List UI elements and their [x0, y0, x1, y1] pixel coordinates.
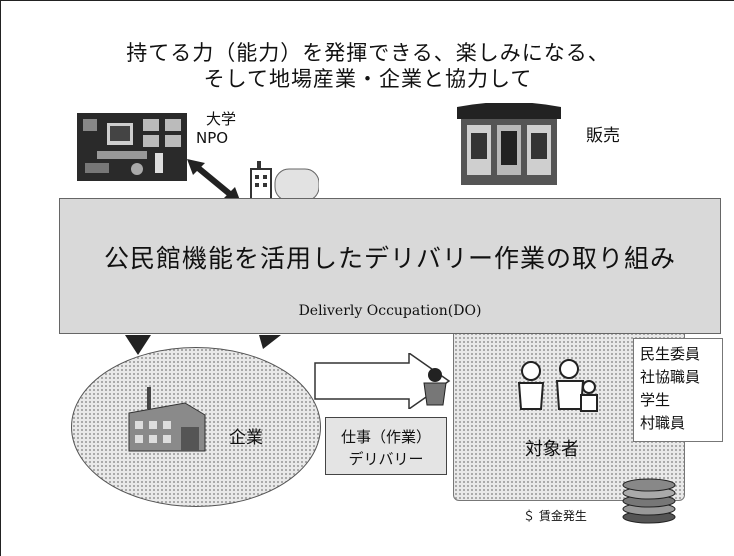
arrow-down-icon	[125, 335, 151, 355]
role-item: 社協職員	[640, 368, 701, 386]
person-icon	[423, 368, 447, 406]
work-delivery-line1: 仕事（作業）	[340, 428, 431, 446]
university-label: 大学	[206, 110, 237, 128]
office-computer-icon	[77, 113, 187, 181]
target-label: 対象者	[525, 439, 579, 460]
role-item: 村職員	[640, 414, 686, 432]
company-label: 企業	[229, 428, 263, 448]
role-item: 民生委員	[640, 345, 701, 363]
arrow-tip-icon	[259, 335, 281, 349]
wage-label: ＄ 賃金発生	[523, 509, 587, 523]
work-delivery-line2: デリバリー	[348, 450, 424, 468]
factory-icon	[128, 387, 206, 452]
title-line-1: 持てる力（能力）を発揮できる、楽しみになる、	[126, 41, 610, 65]
main-banner: 公民館機能を活用したデリバリー作業の取り組み Deliverly Occupat…	[59, 198, 721, 334]
sales-label: 販売	[586, 126, 620, 146]
work-delivery-box: 仕事（作業） デリバリー	[325, 417, 447, 475]
banner-title: 公民館機能を活用したデリバリー作業の取り組み	[103, 244, 676, 273]
npo-label: NPO	[196, 129, 229, 147]
people-group-icon	[517, 359, 598, 412]
title-line-2: そして地場産業・企業と協力して	[203, 67, 533, 91]
shop-icon	[457, 103, 561, 185]
banner-subtitle: Deliverly Occupation(DO)	[298, 303, 482, 319]
role-item: 学生	[640, 391, 671, 409]
coins-icon	[622, 478, 676, 524]
roles-list: 民生委員 社協職員 学生 村職員	[633, 338, 723, 442]
building-icon	[250, 161, 319, 201]
company-ellipse	[71, 347, 321, 507]
